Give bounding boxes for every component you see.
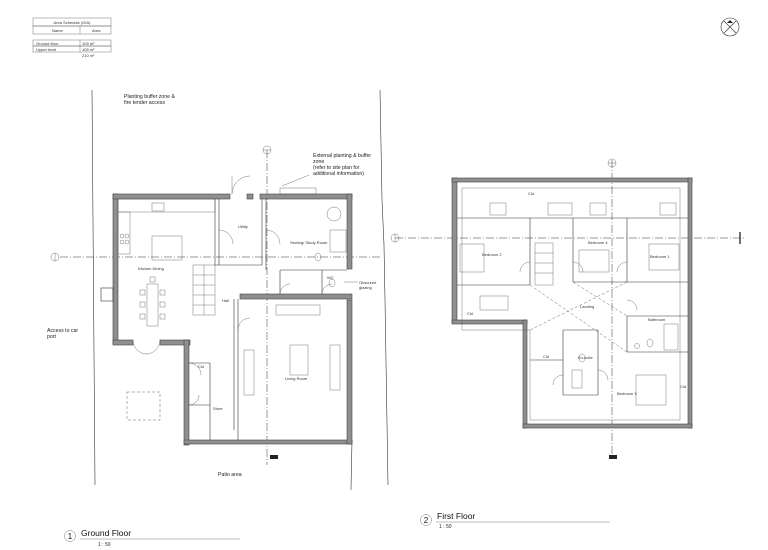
- room-label-store: Store: [213, 406, 223, 411]
- room-label-cld-mid: Cld: [543, 354, 549, 359]
- room-label-bedroom3: Bedroom 3: [617, 391, 637, 396]
- view-title: Ground Floor: [81, 528, 131, 538]
- annotations: Planting buffer zone & fire tender acces…: [47, 94, 376, 478]
- room-label-kitchen: Kitchen Dining: [138, 266, 164, 271]
- view-title-ground: 1 Ground Floor 1 : 50: [64, 528, 240, 548]
- external-planting-note: zone: [313, 159, 324, 165]
- section-marker-icon: [50, 145, 272, 262]
- room-label-sewing: Sewing/ Study Room: [290, 240, 328, 245]
- area-schedule-title: Area Schedule (GIA): [54, 20, 92, 25]
- room-label-wc: WC: [327, 275, 334, 280]
- view-number: 1: [68, 532, 73, 541]
- external-planting-note: additional information): [313, 171, 364, 177]
- room-label-hall: Hall: [222, 298, 229, 303]
- first-floor-plan: Cld Bedroom 2 Bedroom 4 Bedroom 1 Cld La…: [390, 158, 745, 459]
- room-label-cld-top: Cld: [528, 191, 534, 196]
- area-schedule: Area Schedule (GIA) Name Area Ground flo…: [32, 17, 112, 58]
- room-label-landing: Landing: [580, 304, 594, 309]
- room-label-bathroom: Bathroom: [648, 317, 666, 322]
- view-title-first: 2 First Floor 1 : 50: [420, 511, 610, 530]
- area-row-value: 105 m²: [82, 47, 95, 52]
- area-row-value: 105 m²: [82, 41, 95, 46]
- room-label-utility: Utility: [238, 224, 248, 229]
- room-label-bedroom2: Bedroom 2: [482, 252, 502, 257]
- room-label-bedroom4: Bedroom 4: [588, 240, 608, 245]
- planting-buffer-note: fire tender access: [124, 100, 165, 106]
- site-boundaries: [91, 89, 389, 491]
- access-note: Access to car: [47, 328, 78, 334]
- view-number: 2: [424, 516, 429, 525]
- section-marker-icon: [390, 158, 741, 244]
- planting-buffer-note: Planting buffer zone &: [124, 94, 175, 100]
- room-label-cld-left: Cld: [467, 311, 473, 316]
- external-planting-note: (refer to site plan for: [313, 165, 360, 171]
- area-row-name: Ground floor: [36, 41, 59, 46]
- room-label-cld: Cld: [198, 364, 204, 369]
- room-label-ensuite: En-suite: [578, 355, 593, 360]
- area-total: 210 m²: [82, 53, 95, 58]
- area-schedule-header-area: Area: [92, 28, 101, 33]
- view-scale: 1 : 50: [98, 542, 111, 548]
- obscured-glazing-note: glazing: [359, 285, 372, 290]
- obscured-glazing-note: Obscured: [359, 280, 376, 285]
- room-label-bedroom1: Bedroom 1: [650, 254, 670, 259]
- room-label-living: Living Room: [285, 376, 308, 381]
- ground-floor-plan: Kitchen Dining Utility Sewing/ Study Roo…: [50, 145, 380, 465]
- external-planting-note: External planting & buffer: [313, 153, 371, 159]
- north-arrow-icon: [720, 17, 740, 37]
- view-title: First Floor: [437, 511, 475, 521]
- view-scale: 1 : 50: [439, 524, 452, 530]
- access-note: port: [47, 334, 56, 340]
- area-schedule-header-name: Name: [52, 28, 63, 33]
- patio-label: Patio area: [218, 472, 242, 478]
- area-row-name: Upper level: [36, 47, 56, 52]
- room-label-cld-right: Cld: [680, 384, 686, 389]
